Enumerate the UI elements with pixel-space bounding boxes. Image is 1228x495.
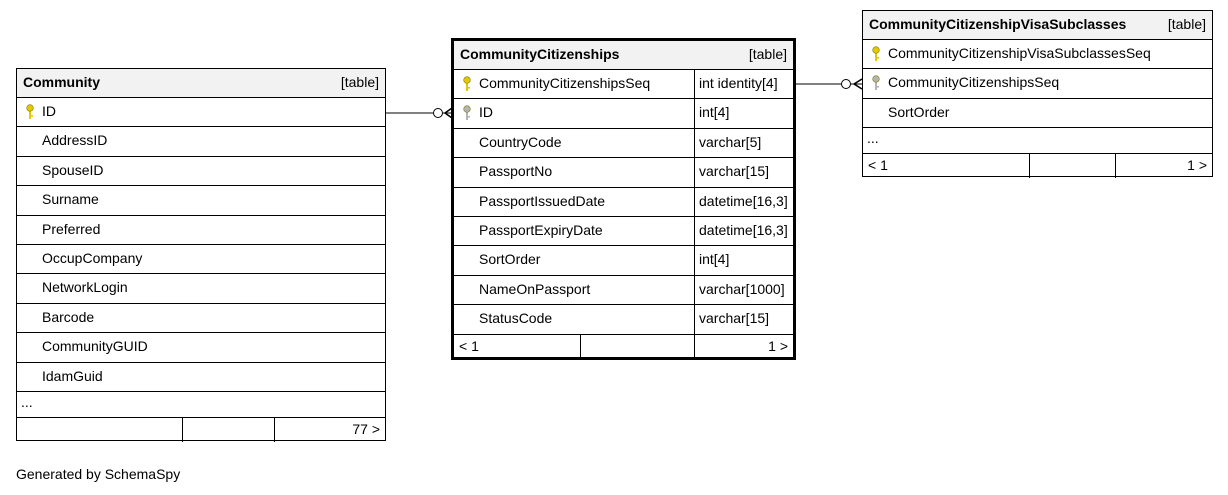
column-type: varchar[15] <box>694 158 793 187</box>
column-row[interactable]: StatusCode varchar[15] <box>454 305 793 335</box>
column-row[interactable]: CommunityGUID <box>17 333 385 363</box>
column-row[interactable]: SortOrder <box>863 99 1212 129</box>
column-row[interactable]: NetworkLogin <box>17 274 385 304</box>
table-name: CommunityCitizenships <box>460 46 620 62</box>
primary-key-icon <box>462 76 472 92</box>
relation-citizenships-visa <box>795 78 863 90</box>
table-header: CommunityCitizenships [table] <box>454 41 793 70</box>
column-name: OccupCompany <box>42 249 143 266</box>
table-community-citizenships[interactable]: CommunityCitizenships [table] CommunityC… <box>451 38 796 360</box>
column-name: SpouseID <box>42 161 104 178</box>
column-name: AddressID <box>42 132 108 149</box>
column-row[interactable]: Barcode <box>17 304 385 334</box>
column-name: StatusCode <box>479 310 553 327</box>
column-type: varchar[1000] <box>694 275 793 305</box>
column-name: Surname <box>42 191 99 208</box>
column-row[interactable]: OccupCompany <box>17 245 385 275</box>
column-row[interactable]: ID <box>17 98 385 128</box>
column-row[interactable]: CommunityCitizenshipsSeq <box>863 69 1212 99</box>
column-row[interactable]: PassportNo varchar[15] <box>454 158 793 188</box>
relation-community-citizenships <box>386 107 453 119</box>
column-row[interactable]: CountryCode varchar[5] <box>454 128 793 159</box>
column-type: int[4] <box>694 99 793 128</box>
column-name: CommunityCitizenshipVisaSubclassesSeq <box>888 45 1151 61</box>
table-kind: [table] <box>748 46 787 62</box>
column-type: int identity[4] <box>694 70 793 99</box>
column-name: SortOrder <box>479 251 541 268</box>
column-name: NameOnPassport <box>479 280 591 297</box>
table-name: CommunityCitizenshipVisaSubclasses <box>869 16 1127 32</box>
column-name: PassportIssuedDate <box>479 192 606 209</box>
table-name: Community <box>23 74 100 90</box>
generator-credit: Generated by SchemaSpy <box>16 466 181 482</box>
column-name: NetworkLogin <box>42 279 128 296</box>
column-row[interactable]: AddressID <box>17 127 385 157</box>
primary-key-icon <box>25 104 35 120</box>
column-name: ID <box>479 104 493 121</box>
table-footer: < 1 1 > <box>863 154 1212 179</box>
column-row[interactable]: CommunityCitizenshipVisaSubclassesSeq <box>863 40 1212 70</box>
table-kind: [table] <box>340 74 379 90</box>
foreign-key-icon <box>462 105 472 121</box>
column-type: varchar[15] <box>694 305 793 334</box>
column-row[interactable]: SpouseID <box>17 157 385 187</box>
column-name: CommunityGUID <box>42 338 148 355</box>
column-row[interactable]: PassportExpiryDate datetime[16,3] <box>454 216 793 247</box>
column-name: PassportNo <box>479 163 553 180</box>
column-row[interactable]: PassportIssuedDate datetime[16,3] <box>454 187 793 217</box>
column-name: Barcode <box>42 308 95 325</box>
column-name: IdamGuid <box>42 367 103 384</box>
column-type: datetime[16,3] <box>694 216 793 246</box>
column-type: int[4] <box>694 246 793 275</box>
footer-right: 77 > <box>352 420 380 437</box>
column-row[interactable]: IdamGuid <box>17 363 385 392</box>
column-type: varchar[5] <box>694 128 793 158</box>
column-row[interactable]: Surname <box>17 186 385 216</box>
table-header: CommunityCitizenshipVisaSubclasses [tabl… <box>863 11 1212 40</box>
column-name: CountryCode <box>479 133 562 150</box>
table-footer: < 1 1 > <box>454 334 793 359</box>
footer-right: 1 > <box>768 337 788 354</box>
column-name: CommunityCitizenshipsSeq <box>479 75 651 91</box>
footer-left: < 1 <box>868 157 888 174</box>
column-type: datetime[16,3] <box>694 187 793 216</box>
column-name: ID <box>42 103 56 119</box>
primary-key-icon <box>871 46 881 62</box>
column-name: SortOrder <box>888 103 950 120</box>
column-row[interactable]: NameOnPassport varchar[1000] <box>454 275 793 306</box>
table-footer: 77 > <box>17 417 385 442</box>
column-row[interactable]: ID int[4] <box>454 99 793 129</box>
column-name: PassportExpiryDate <box>479 221 603 238</box>
foreign-key-icon <box>871 75 881 91</box>
table-header: Community [table] <box>17 69 385 98</box>
column-row[interactable]: CommunityCitizenshipsSeq int identity[4] <box>454 70 793 100</box>
more-columns: ... <box>17 392 385 418</box>
table-community[interactable]: Community [table] ID AddressID SpouseID Sur… <box>16 68 386 442</box>
column-name: Preferred <box>42 220 101 237</box>
column-row[interactable]: Preferred <box>17 216 385 245</box>
column-row[interactable]: SortOrder int[4] <box>454 246 793 276</box>
table-kind: [table] <box>1167 16 1206 32</box>
more-columns: ... <box>863 128 1212 155</box>
column-name: CommunityCitizenshipsSeq <box>888 74 1060 91</box>
table-community-citizenship-visa-subclasses[interactable]: CommunityCitizenshipVisaSubclasses [tabl… <box>862 10 1213 179</box>
footer-right: 1 > <box>1187 157 1207 174</box>
footer-left: < 1 <box>459 337 479 354</box>
